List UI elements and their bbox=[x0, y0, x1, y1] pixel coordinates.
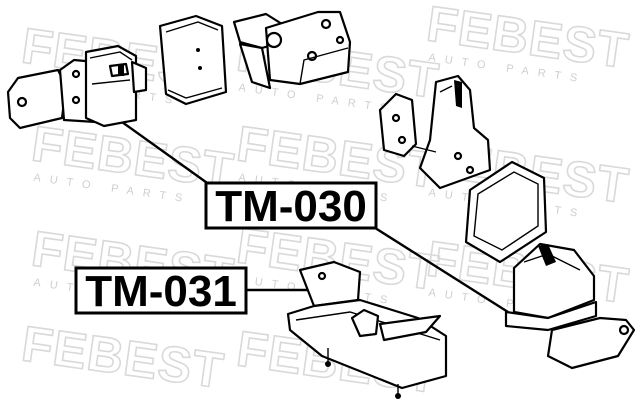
callout-tm-030-label: TM-030 bbox=[215, 182, 367, 231]
callout-tm-030-box bbox=[204, 181, 378, 230]
mount-bracket-illustration bbox=[232, 10, 352, 90]
leader-lines bbox=[121, 121, 509, 314]
leader-line-tm030-right bbox=[371, 224, 509, 314]
callout-tm-031: TM-031 bbox=[74, 266, 248, 316]
callout-tm-030: TM-030 bbox=[204, 181, 378, 231]
rubber-pad-illustration bbox=[158, 14, 228, 106]
leader-line-tm030-left bbox=[121, 121, 211, 186]
watermark: FEBEST bbox=[18, 315, 229, 400]
callout-tm-031-box bbox=[74, 266, 248, 315]
transmission-mount-illustration bbox=[286, 260, 448, 399]
engine-mount-right-illustration bbox=[504, 242, 636, 370]
callout-tm-031-label: TM-031 bbox=[85, 267, 237, 316]
support-bracket-illustration bbox=[378, 74, 492, 190]
rubber-cushion-illustration bbox=[464, 160, 548, 264]
engine-mount-left-illustration bbox=[6, 44, 148, 130]
watermark-brand: FEBEST bbox=[18, 315, 227, 399]
watermark: FEBEST AUTO PARTS bbox=[423, 0, 634, 86]
